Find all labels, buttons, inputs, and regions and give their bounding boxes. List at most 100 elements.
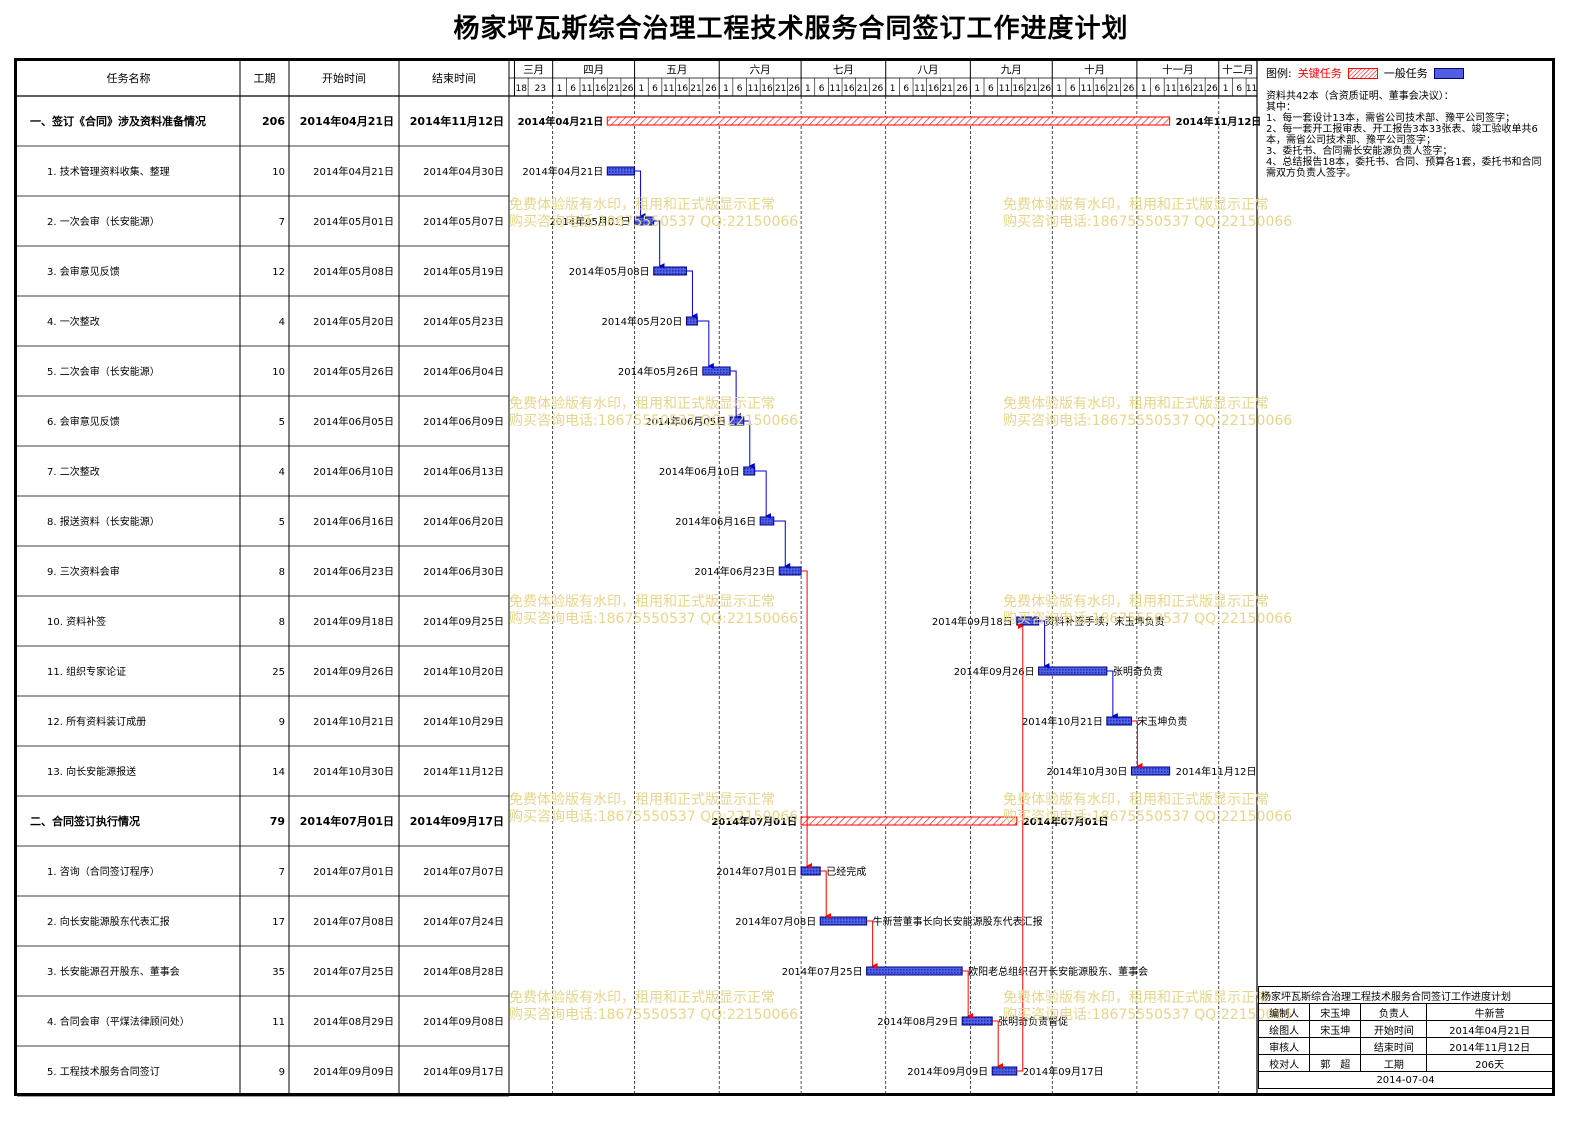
- tick-label: 16: [677, 84, 689, 94]
- legend-note: 1、每一套设计13本，需省公司技术部、豫平公司签字；: [1266, 113, 1516, 124]
- task-bar: [743, 466, 756, 476]
- task-start: 2014年09月26日: [313, 665, 394, 678]
- tick-label: 1: [723, 84, 729, 94]
- bar-start-label: 2014年10月21日: [1022, 715, 1103, 728]
- task-start: 2014年09月09日: [313, 1065, 394, 1078]
- tick-label: 16: [595, 84, 607, 94]
- task-duration: 7: [279, 867, 285, 878]
- task-name: 4. 一次整改: [47, 315, 100, 328]
- bar-end-label: 2014年11月12日: [1176, 765, 1257, 778]
- task-bar: [634, 216, 655, 226]
- critical-dependency-link: [801, 570, 813, 869]
- tick-label: 26: [956, 84, 968, 94]
- month-label: 四月: [583, 64, 604, 76]
- task-end: 2014年06月30日: [423, 565, 504, 578]
- tick-label: 26: [622, 84, 634, 94]
- bar-start-label: 2014年05月08日: [569, 265, 650, 278]
- bar-start-label: 2014年07月08日: [735, 915, 816, 928]
- tick-label: 21: [1108, 84, 1119, 94]
- task-start: 2014年06月10日: [313, 465, 394, 478]
- tick-label: 16: [1094, 84, 1106, 94]
- task-name: 6. 会审意见反馈: [47, 415, 120, 428]
- tick-label: 6: [903, 84, 909, 94]
- task-start: 2014年10月30日: [313, 765, 394, 778]
- legend-note: 其中：: [1266, 102, 1296, 113]
- month-label: 六月: [750, 64, 771, 76]
- bar-end-label: 2014年11月12日: [1176, 115, 1262, 128]
- critical-dependency-link: [1131, 720, 1143, 769]
- task-name: 5. 工程技术服务合同签订: [47, 1065, 160, 1078]
- task-name: 11. 组织专家论证: [47, 665, 126, 678]
- tick-label: 1: [557, 84, 563, 94]
- task-duration: 17: [272, 917, 285, 928]
- tick-label: 1: [974, 84, 980, 94]
- tick-label: 11: [914, 84, 925, 94]
- task-start: 2014年07月01日: [313, 865, 394, 878]
- task-start: 2014年09月18日: [313, 615, 394, 628]
- task-start: 2014年05月26日: [313, 365, 394, 378]
- info-cell: 结束时间: [1360, 1037, 1428, 1055]
- info-cell: 宋玉坤: [1309, 1003, 1362, 1021]
- summary-bar: [606, 116, 1171, 126]
- task-name: 8. 报送资料（长安能源）: [47, 515, 160, 528]
- task-end: 2014年06月04日: [423, 365, 504, 378]
- page-title: 杨家坪瓦斯综合治理工程技术服务合同签订工作进度计划: [453, 14, 1129, 44]
- month-label: 十二月: [1222, 63, 1254, 76]
- info-title: 杨家坪瓦斯综合治理工程技术服务合同签订工作进度计划: [1258, 986, 1553, 1004]
- task-name: 3. 会审意见反馈: [47, 265, 120, 278]
- info-cell: [1309, 1037, 1362, 1055]
- task-name: 5. 二次会审（长安能源）: [47, 365, 160, 378]
- bar-start-label: 2014年07月01日: [711, 815, 797, 828]
- task-bar: [1106, 716, 1132, 726]
- task-duration: 8: [279, 567, 285, 578]
- tick-label: 6: [1070, 84, 1076, 94]
- task-name: 9. 三次资料会审: [47, 565, 120, 578]
- bar-end-label: 2014年09月17日: [1023, 1065, 1104, 1078]
- task-end: 2014年05月19日: [423, 265, 504, 278]
- task-duration: 7: [279, 217, 285, 228]
- task-end: 2014年05月23日: [423, 315, 504, 328]
- info-cell: 审核人: [1257, 1037, 1311, 1055]
- bar-start-label: 2014年05月01日: [550, 215, 631, 228]
- tick-label: 11: [1165, 84, 1176, 94]
- column-header: 工期: [254, 72, 276, 85]
- tick-label: 6: [988, 84, 994, 94]
- tick-label: 6: [570, 84, 576, 94]
- task-duration: 9: [279, 1067, 285, 1078]
- info-cell: 校对人: [1257, 1054, 1311, 1072]
- dependency-link: [1106, 670, 1118, 719]
- info-cell: 206天: [1426, 1054, 1553, 1072]
- task-name: 1. 技术管理资料收集、整理: [47, 165, 170, 178]
- dependency-link: [634, 170, 646, 219]
- task-duration: 35: [272, 967, 285, 978]
- task-duration: 14: [272, 767, 285, 778]
- tick-label: 21: [941, 84, 952, 94]
- task-start: 2014年07月08日: [313, 915, 394, 928]
- legend-note: 3、委托书、合同需长安能源负责人签字；: [1266, 146, 1453, 157]
- tick-label: 21: [608, 84, 619, 94]
- task-bar: [653, 266, 687, 276]
- bar-end-label: 牛新营董事长向长安能源股东代表汇报: [873, 915, 1043, 928]
- task-name: 二、合同签订执行情况: [30, 814, 140, 828]
- task-start: 2014年07月01日: [300, 814, 394, 828]
- task-end: 2014年06月13日: [423, 465, 504, 478]
- info-cell: 郭 超: [1309, 1054, 1362, 1072]
- task-start: 2014年07月25日: [313, 965, 394, 978]
- task-name: 一、签订《合同》涉及资料准备情况: [30, 114, 206, 128]
- info-cell: 开始时间: [1360, 1020, 1428, 1038]
- bar-start-label: 2014年05月20日: [602, 315, 683, 328]
- bar-start-label: 2014年08月29日: [877, 1015, 958, 1028]
- bar-start-label: 2014年09月09日: [907, 1065, 988, 1078]
- tick-label: 26: [872, 84, 884, 94]
- task-end: 2014年09月08日: [423, 1015, 504, 1028]
- tick-label: 11: [581, 84, 592, 94]
- info-cell: 2014年11月12日: [1426, 1037, 1553, 1055]
- tick-label: 6: [652, 84, 658, 94]
- task-name: 7. 二次整改: [47, 465, 100, 478]
- info-cell: 编制人: [1257, 1003, 1311, 1021]
- month-label: 七月: [833, 64, 854, 76]
- task-name: 10. 资料补签: [47, 615, 106, 628]
- legend-normal-label: 一般任务: [1383, 67, 1428, 80]
- task-bar: [606, 166, 636, 176]
